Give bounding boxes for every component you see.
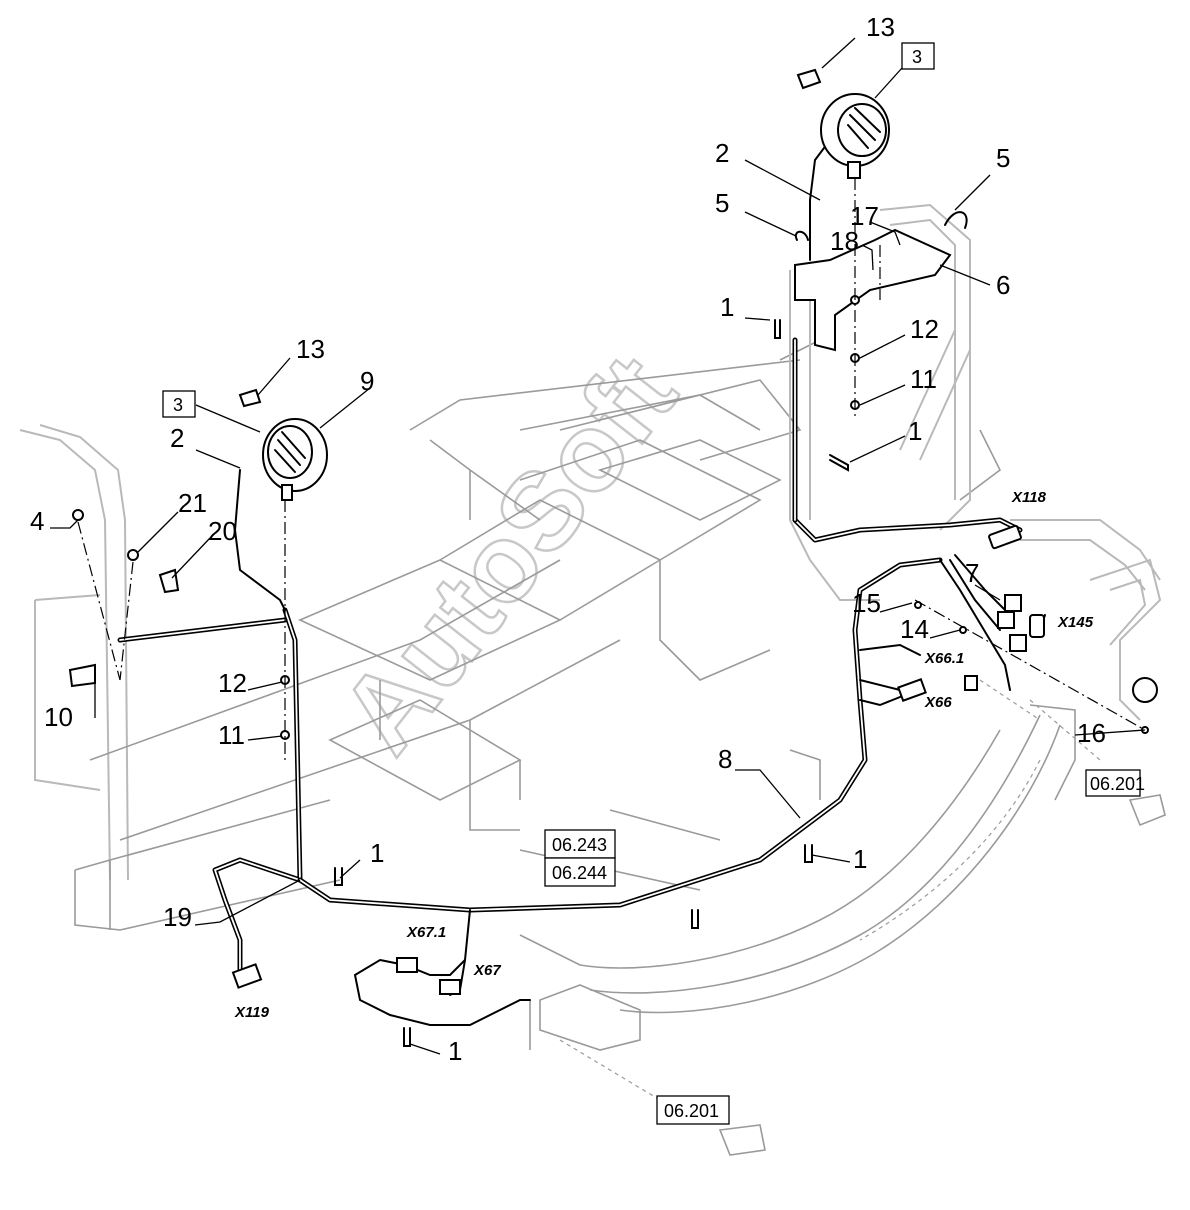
callout-7: 7 <box>965 558 979 588</box>
socket-connector <box>1132 677 1158 703</box>
connector-x119-plug <box>231 963 263 989</box>
callout-9: 9 <box>360 366 374 396</box>
callout-11-left: 11 <box>218 720 245 750</box>
callout-14: 14 <box>900 614 929 644</box>
callout-15: 15 <box>852 588 881 618</box>
callout-20: 20 <box>208 516 237 546</box>
callout-21: 21 <box>178 488 207 518</box>
ref-06243: 06.243 <box>552 835 607 855</box>
leader-lines <box>50 37 1146 1055</box>
connector-x67-plug <box>439 979 461 995</box>
chassis-frame <box>19 203 1166 1156</box>
hardware-parts <box>68 68 1149 1047</box>
ref-06201-bottom-box <box>656 1095 730 1125</box>
ref-06201-bottom: 06.201 <box>664 1101 719 1121</box>
label-x119: X119 <box>234 1004 270 1021</box>
connector-x145-plug <box>1029 614 1045 638</box>
callout-1-bracket: 1 <box>720 292 734 322</box>
callout-3-left-box <box>162 390 196 418</box>
connector-labels: X118 X145 X66.1 X66 X67.1 X67 X119 <box>234 489 1094 1021</box>
callout-17: 17 <box>850 201 879 231</box>
wiring-harness <box>117 139 1046 1026</box>
callout-3-right: 3 <box>912 47 922 67</box>
connector-x67-1-plug <box>396 957 418 973</box>
callout-18: 18 <box>830 226 859 256</box>
ref-06201-right: 06.201 <box>1090 774 1145 794</box>
callout-3-right-box <box>901 42 935 70</box>
label-x145: X145 <box>1057 614 1094 631</box>
callout-13-top: 13 <box>866 12 895 42</box>
ref-06244: 06.244 <box>552 863 607 883</box>
left-work-lamp <box>262 418 328 501</box>
callout-19: 19 <box>163 902 192 932</box>
relay-block-2 <box>997 611 1015 629</box>
center-lines <box>77 178 1146 760</box>
callout-3-boxes: 3 3 <box>162 42 935 418</box>
label-x66-1: X66.1 <box>924 650 964 667</box>
callout-6: 6 <box>996 270 1010 300</box>
callout-1-right-frame: 1 <box>908 416 922 446</box>
ref-06243-box <box>544 829 616 859</box>
reference-boxes: 06.201 06.243 06.244 06.201 <box>544 769 1145 1125</box>
callout-16: 16 <box>1077 718 1106 748</box>
ref-06244-box <box>544 857 616 887</box>
callout-12-right: 12 <box>910 314 939 344</box>
callout-8: 8 <box>718 744 732 774</box>
callout-11-right: 11 <box>910 364 937 394</box>
label-x66: X66 <box>924 694 952 711</box>
callout-5-left: 5 <box>715 188 729 218</box>
callout-labels: 13 2 5 5 17 18 6 1 12 11 1 13 9 2 21 4 2… <box>30 12 1106 1066</box>
label-x118: X118 <box>1011 489 1047 506</box>
callout-5-right: 5 <box>996 143 1010 173</box>
callout-10: 10 <box>44 702 73 732</box>
callout-13-left: 13 <box>296 334 325 364</box>
connector-x118-plug <box>988 524 1022 550</box>
callout-1-center: 1 <box>853 844 867 874</box>
label-x67-1: X67.1 <box>406 924 446 941</box>
ref-06201-right-box <box>1085 769 1141 797</box>
callout-2-left: 2 <box>170 423 184 453</box>
relay-block <box>1004 594 1022 612</box>
watermark: AutoSoft <box>317 333 700 775</box>
callout-12-left: 12 <box>218 668 247 698</box>
connector-x66-plug <box>897 678 927 702</box>
lamp-bracket <box>794 228 952 352</box>
callout-4: 4 <box>30 506 44 536</box>
connector-x66-1-plug <box>964 675 978 691</box>
label-x67: X67 <box>473 962 501 979</box>
callout-3-left: 3 <box>173 395 183 415</box>
relay-block-3 <box>1009 634 1027 652</box>
callout-1-bottom: 1 <box>448 1036 462 1066</box>
callout-1-left-frame: 1 <box>370 838 384 868</box>
callout-2-right: 2 <box>715 138 729 168</box>
right-work-lamp <box>820 93 890 179</box>
connector-blocks <box>231 524 1158 995</box>
